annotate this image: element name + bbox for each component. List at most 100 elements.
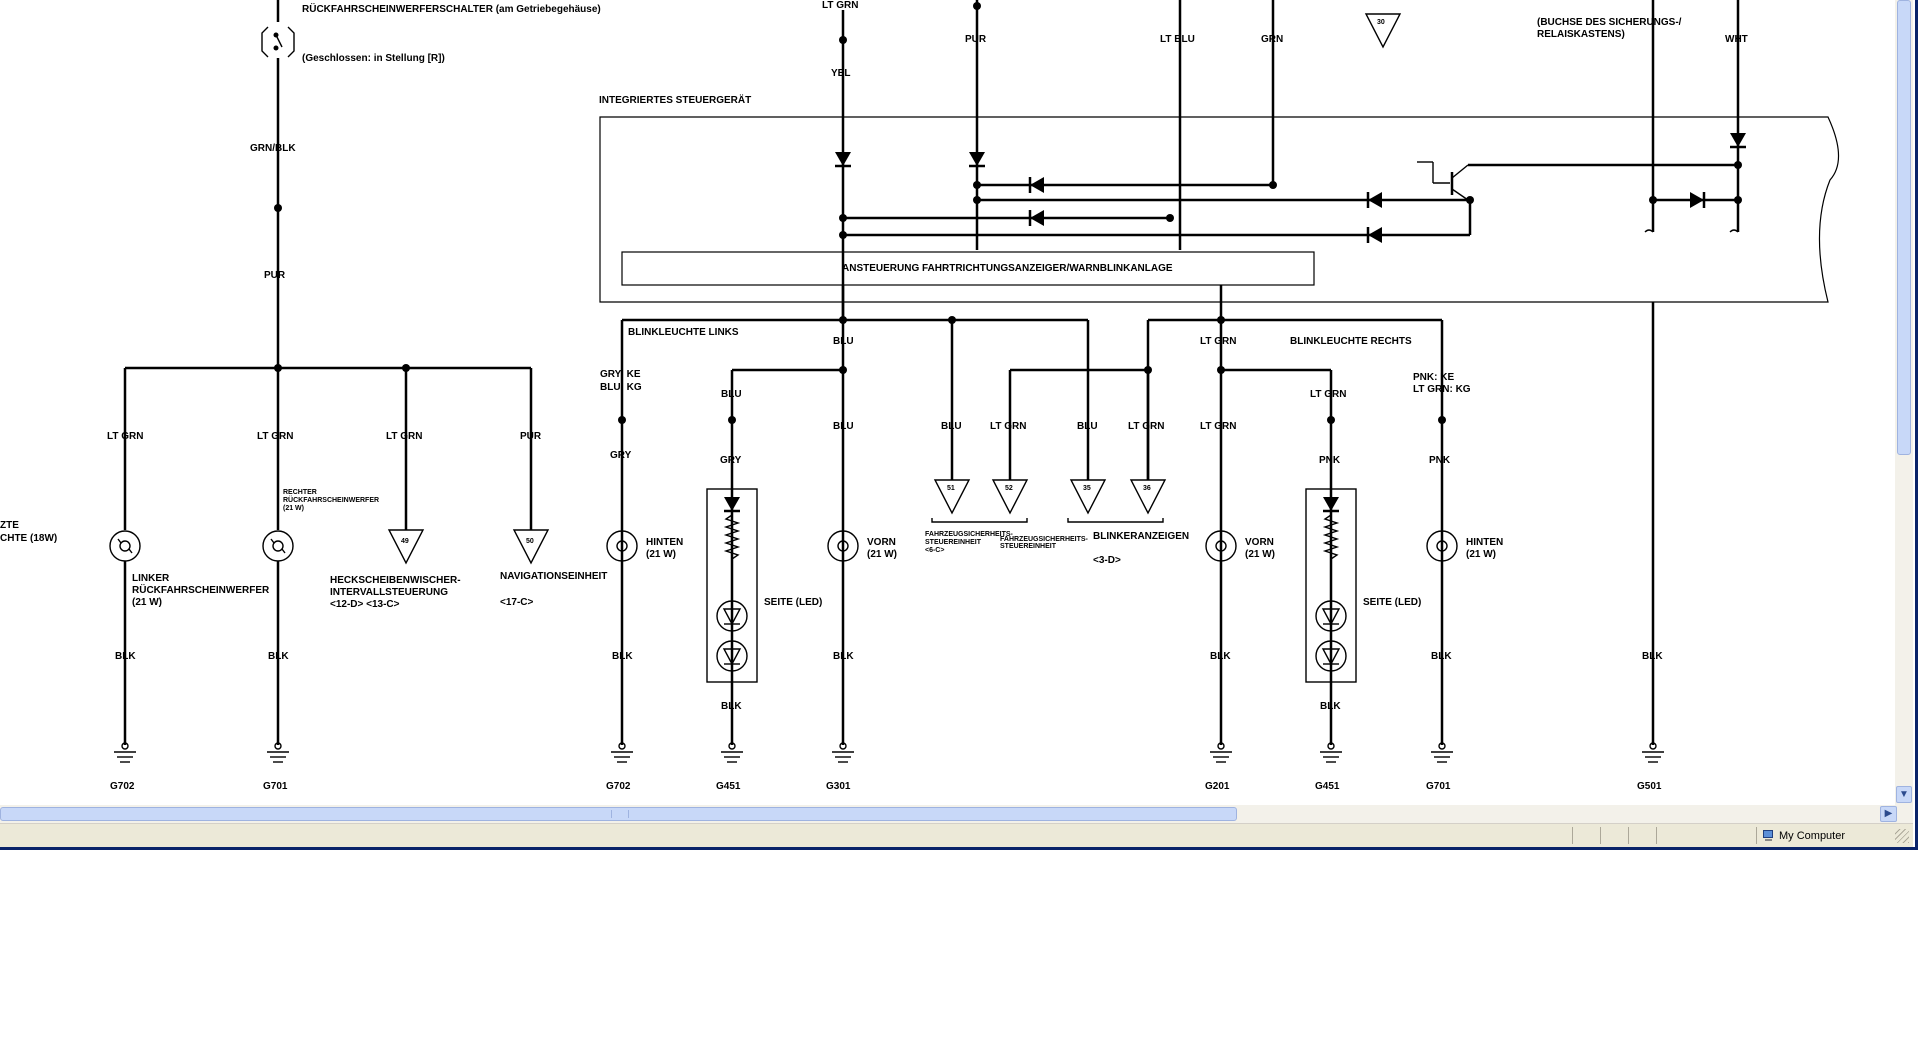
connector-51-label: 51 [947,485,955,492]
chevron-right-icon: ▶ [1884,808,1893,819]
ground-symbol-g702-a [114,742,136,763]
resize-grip[interactable] [1895,829,1909,843]
wire-label-wht-top: WHT [1725,34,1748,45]
backup-light-switch [261,0,295,365]
bulb-right-rear [1426,530,1458,562]
horizontal-scroll-thumb[interactable] [0,807,1237,821]
horizontal-scrollbar[interactable]: ▶ [0,805,1913,823]
wire-label-gry-side: GRY [720,455,742,466]
backup-switch-note: (Geschlossen: in Stellung [R]) [302,53,445,64]
relay-transistor [1417,161,1738,201]
wire-label-blk-l2: BLK [833,651,854,662]
ground-symbol-g701-b [1431,742,1453,763]
wire-label-ind-ltgrn-2: LT GRN [1128,421,1164,432]
connector-49-label: 49 [401,538,409,545]
wire-label-lt-grn-top: LT GRN [822,0,858,11]
wire-label-ltgrn-side-r: LT GRN [1310,389,1346,400]
ground-label-g501: G501 [1637,781,1662,792]
wire-label-grn-blk: GRN/BLK [250,143,296,154]
wire-label-blk-r2: BLK [1431,651,1452,662]
turn-left-code-2: BLU: KG [600,382,642,393]
wiring-diagram-svg: RÜCKFAHRSCHEINWERFERSCHALTER (am Getrieb… [0,0,1840,792]
ground-symbol-g501 [1642,742,1664,763]
vertical-scrollbar[interactable]: ▼ [1895,0,1913,805]
wire-label-ind-blu-1: BLU [941,421,962,432]
nav-l2: <17-C> [500,597,534,608]
right-front-l2: (21 W) [1245,549,1275,560]
scroll-grip [611,810,629,818]
right-lamp-l3: (21 W) [283,505,304,512]
wire-label-blu-l: BLU [833,336,854,347]
turn-right-title: BLINKLEUCHTE RECHTS [1290,336,1412,347]
wire-label-lt-grn-2: LT GRN [257,431,293,442]
right-rear-l1: HINTEN [1466,537,1503,548]
fuse-box-socket-l2: RELAISKASTENS) [1537,29,1625,40]
chevron-down-icon: ▼ [1899,789,1909,800]
connector-36-label: 36 [1143,485,1151,492]
scroll-down-button[interactable]: ▼ [1896,786,1912,803]
ground-symbol-g301 [832,742,854,763]
side-led-right-label: SEITE (LED) [1363,597,1421,608]
backup-switch-label: RÜCKFAHRSCHEINWERFERSCHALTER (am Getrieb… [302,2,601,15]
status-separator [1628,827,1629,844]
ground-label-g702-b: G702 [606,781,631,792]
left-front-l2: (21 W) [867,549,897,560]
ground-label-g451-a: G451 [716,781,741,792]
vsa2-l1: FAHRZEUGSICHERHEITS- [1000,536,1089,543]
blinker-l2: <3-D> [1093,555,1121,566]
browser-window: RÜCKFAHRSCHEINWERFERSCHALTER (am Getrieb… [0,0,1918,850]
connector-30 [1364,13,1402,49]
status-separator [1656,827,1657,844]
scroll-right-button[interactable]: ▶ [1880,806,1897,822]
fuse-box-socket-l1: (BUCHSE DES SICHERUNGS-/ [1537,17,1682,28]
right-front-l1: VORN [1245,537,1274,548]
wire-label-lt-grn-r: LT GRN [1200,336,1236,347]
wire-label-lt-blu-top: LT BLU [1160,34,1195,45]
wire-label-lt-grn-3: LT GRN [386,431,422,442]
connector-50-label: 50 [526,538,534,545]
connector-49 [387,529,425,565]
ground-label-g451-b: G451 [1315,781,1340,792]
right-lamp-l1: RECHTER [283,489,317,496]
connector-51 [933,479,971,515]
left-lamp-l3: (21 W) [132,597,162,608]
left-front-l1: VORN [867,537,896,548]
connector-35-label: 35 [1083,485,1091,492]
side-led-left-label: SEITE (LED) [764,597,822,608]
left-lamp-l1: LINKER [132,573,170,584]
wire-label-lt-grn-1: LT GRN [107,431,143,442]
partial-label-2: CHTE (18W) [0,533,57,544]
status-separator [1572,827,1573,844]
ground-symbol-g702-b [611,742,633,763]
ground-symbol-g701-a [267,742,289,763]
wiring-diagram: RÜCKFAHRSCHEINWERFERSCHALTER (am Getrieb… [0,0,1840,792]
left-lamp-l2: RÜCKFAHRSCHEINWERFER [132,583,270,596]
status-bar: My Computer [0,823,1913,847]
status-separator [1600,827,1601,844]
ground-label-g301: G301 [826,781,851,792]
wire-label-blk-r1: BLK [1210,651,1231,662]
turn-left-code-1: GRY: KE [600,369,641,380]
security-zone[interactable]: My Computer [1762,828,1845,844]
status-separator [1756,827,1757,844]
wire-label-pur: PUR [520,431,542,442]
turn-hazard-control-block [621,251,1315,286]
right-lamp-l2: RÜCKFAHRSCHEINWERFER [283,495,379,504]
vsa-l2: STEUEREINHEIT [925,539,982,546]
control-unit-title: INTEGRIERTES STEUERGERÄT [599,93,751,106]
bulb-left-front [827,530,859,562]
wire-label-blk-side-r: BLK [1320,701,1341,712]
ground-symbol-g451-a [721,742,743,763]
connector-30-label: 30 [1377,19,1385,26]
wire-label-blu-side-l: BLU [721,389,742,400]
wiper-l3: <12-D> <13-C> [330,599,400,610]
bulb-left-rear [606,530,638,562]
ground-symbol-g451-b [1320,742,1342,763]
wiper-l1: HECKSCHEIBENWISCHER- [330,575,461,586]
wire-label-blk-l1: BLK [612,651,633,662]
vsa2-l2: STEUEREINHEIT [1000,543,1057,550]
vertical-scroll-thumb[interactable] [1897,0,1911,455]
turn-hazard-control-label: ANSTEUERUNG FAHRTRICHTUNGSANZEIGER/WARNB… [842,263,1173,274]
turn-left-title: BLINKLEUCHTE LINKS [628,327,739,338]
turn-right-code-1: PNK: KE [1413,372,1454,383]
